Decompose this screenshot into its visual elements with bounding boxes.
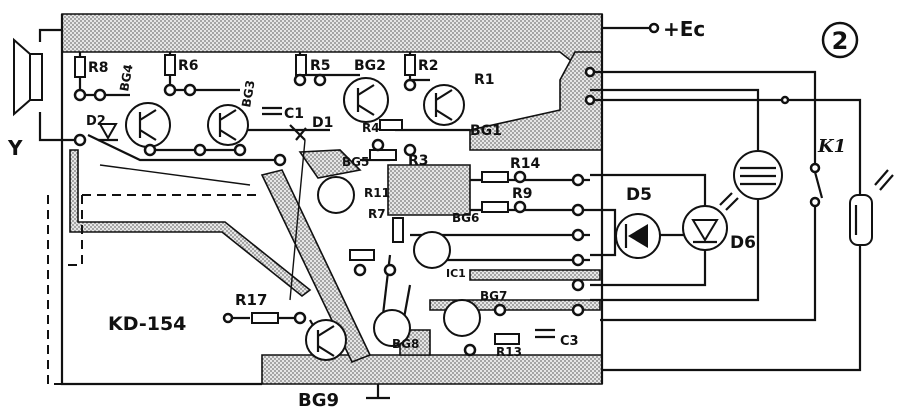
board-label: KD-154	[108, 313, 186, 335]
diode-d2	[98, 123, 118, 141]
bottom-copper-bus	[261, 354, 603, 385]
label-r8: R8	[88, 60, 109, 76]
label-r2: R2	[418, 58, 439, 74]
transistor-bg7	[413, 231, 451, 269]
resistors	[74, 54, 520, 345]
label-r3: R3	[408, 153, 429, 169]
photodiode-sensor	[849, 194, 873, 246]
resistor-r17	[251, 312, 279, 324]
label-bg3: BG3	[239, 79, 258, 108]
diodes	[98, 123, 739, 259]
ground-transistor-label: BG9	[298, 390, 339, 411]
switch-label: K1	[817, 136, 846, 157]
pcb-copper	[61, 13, 603, 385]
external-wiring	[38, 22, 862, 400]
diode-d1	[289, 124, 307, 141]
label-bg8: BG8	[392, 337, 419, 351]
label-d1: D1	[312, 115, 333, 131]
supply-label: +Ec	[663, 17, 705, 41]
middle-copper-block	[387, 164, 471, 216]
label-bg7: BG7	[480, 289, 507, 303]
supply-terminal	[648, 22, 660, 34]
transistor-bg1	[423, 84, 465, 126]
speaker	[13, 37, 43, 117]
figure-number: 2	[832, 27, 849, 55]
label-bg2: BG2	[354, 58, 386, 74]
resistor-r6	[164, 54, 176, 76]
resistor-r5	[295, 54, 307, 76]
resistor-r4	[379, 119, 403, 131]
transistor-bg3	[207, 104, 249, 146]
top-copper-bus	[61, 13, 603, 61]
resistor-r3	[369, 149, 397, 161]
transistors	[125, 77, 481, 361]
transistor-bg9	[305, 319, 347, 361]
label-r5: R5	[310, 58, 331, 74]
board-outline	[47, 14, 604, 386]
capacitors	[262, 106, 555, 339]
label-c1: C1	[284, 106, 304, 122]
label-bg6: BG6	[452, 211, 479, 225]
label-r1: R1	[474, 72, 495, 88]
label-r13: R13	[496, 345, 522, 359]
capacitor-c1	[262, 106, 282, 116]
label-bg4: BG4	[117, 63, 136, 92]
label-r9: R9	[512, 186, 533, 202]
label-r14: R14	[510, 156, 541, 172]
resistor-r14	[481, 171, 509, 183]
transistor-bg4	[125, 102, 171, 148]
label-d5: D5	[626, 185, 652, 205]
resistor-r2	[404, 54, 416, 76]
label-r17: R17	[235, 291, 267, 309]
dashed-outer	[47, 195, 262, 385]
transistor-bg8	[373, 309, 411, 347]
left-copper-strip	[69, 149, 312, 298]
figure-number-circle	[821, 21, 859, 59]
label-d6: D6	[730, 233, 756, 253]
switch-k1	[809, 162, 824, 208]
resistor-r7	[392, 217, 404, 243]
copper-strip-a	[469, 269, 601, 281]
label-bg5: BG5	[342, 155, 369, 169]
capacitor-c3	[535, 328, 555, 339]
diagonal-ground-trace	[260, 169, 372, 364]
label-bg1: BG1	[470, 123, 502, 139]
transistor-bg6	[443, 299, 481, 337]
resistor-r11	[349, 249, 375, 261]
label-d2: D2	[86, 114, 106, 129]
speaker-label: Y	[7, 136, 23, 160]
dashed-inner-left	[62, 195, 83, 266]
upper-center-copper	[298, 149, 362, 179]
resistor-r8	[74, 56, 86, 78]
label-r6: R6	[178, 58, 199, 74]
label-r4: R4	[362, 121, 380, 135]
transistor-bg5	[317, 176, 355, 214]
label-ic1: IC1	[446, 267, 466, 280]
transistor-bg2	[343, 77, 389, 123]
label-c3: C3	[560, 334, 579, 349]
photo-cell	[733, 150, 894, 246]
pads	[73, 66, 790, 357]
label-r11: R11	[364, 186, 390, 200]
labels: 2 +Ec KD-154 Y K1 BG9 R8 R6 R5 R2 R1 R4 …	[7, 17, 859, 411]
resistor-r13	[494, 333, 520, 345]
label-r7: R7	[368, 207, 386, 221]
resistor-r9	[481, 201, 509, 213]
